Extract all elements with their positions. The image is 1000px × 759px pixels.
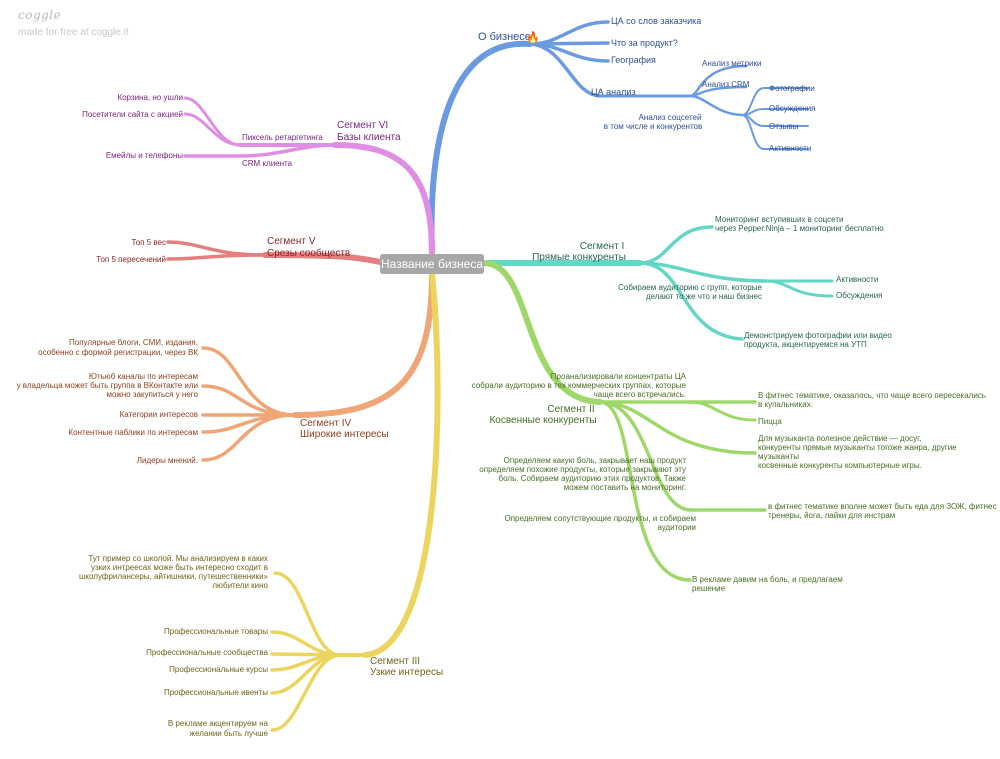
branch-segment-6 xyxy=(183,96,435,257)
branch-about xyxy=(428,20,809,257)
seg2-related-2: аудитории xyxy=(657,523,696,532)
central-node[interactable]: Название бизнеса xyxy=(380,254,484,274)
seg6-pixel-visitors[interactable]: Посетители сайта с акцией xyxy=(82,110,183,119)
seg4-publics[interactable]: Контентные паблики по интересам xyxy=(68,428,198,437)
branch-segment-1 xyxy=(481,225,834,341)
seg1-activity[interactable]: Активности xyxy=(836,275,878,284)
seg1-monitoring-2: через Pepper.Ninja – 1 мониторинг беспла… xyxy=(715,224,884,233)
seg2-analyzed-3: чаще всего встречались. xyxy=(594,390,686,399)
made-with-coggle-note: made for free at coggle.it xyxy=(18,27,129,38)
analysis-metrics[interactable]: Анализ метрики xyxy=(702,59,761,68)
seg6-crm-emails[interactable]: Емейлы и телефоны xyxy=(106,151,183,160)
seg2-musician-4: косвенные конкуренты компьютерные игры. xyxy=(758,461,922,470)
seg2-musician-2: конкуренты прямые музыканты тогоже жанра… xyxy=(758,443,957,452)
seg4-title[interactable]: Сегмент IV xyxy=(300,418,352,429)
seg3-subtitle: Узкие интересы xyxy=(370,667,443,678)
seg3-school[interactable]: Тут пример со школой. Мы анализируем в к… xyxy=(88,554,268,563)
about-item-ca[interactable]: ЦА со слов заказчика xyxy=(611,16,701,26)
seg3-goods[interactable]: Профессиональные товары xyxy=(164,627,268,636)
seg4-subtitle: Широкие интересы xyxy=(300,429,389,440)
seg2-pain-2: определяем похожие продукты, которые зак… xyxy=(479,465,686,474)
seg4-categories[interactable]: Категории интересов xyxy=(120,410,198,419)
seg4-leaders[interactable]: Лидеры мнений. xyxy=(137,456,198,465)
seg1-monitoring[interactable]: Мониторинг вступивших в соцсети xyxy=(715,215,843,224)
seg2-analyzed[interactable]: Проанализировали концентраты ЦА xyxy=(551,372,687,381)
seg2-ads[interactable]: В рекламе давим на боль, и предлагаем xyxy=(692,575,843,584)
social-item-discussions[interactable]: Обсуждения xyxy=(769,104,816,113)
seg3-school-3: школуфрилансеры, айтишники, путешественн… xyxy=(79,572,269,581)
seg1-discussions[interactable]: Обсуждения xyxy=(836,291,883,300)
seg2-fitness-2: в купальниках. xyxy=(758,400,813,409)
seg5-top-weight[interactable]: Топ 5 вес xyxy=(131,238,166,247)
social-item-photos[interactable]: Фотографии xyxy=(769,84,815,93)
seg3-ads-2: желании быть лучше xyxy=(190,729,269,738)
seg3-ads[interactable]: В рекламе акцентируем на xyxy=(168,719,269,728)
seg1-subtitle: Прямые конкуренты xyxy=(532,252,626,263)
seg2-zozh-2: тренеры, йога, лайки для инстрам xyxy=(768,511,895,520)
seg6-subtitle: Базы клиента xyxy=(337,132,401,143)
seg5-top-intersections[interactable]: Топ 5 пересечений xyxy=(96,255,166,264)
branch-segment-4 xyxy=(201,271,435,462)
seg2-zozh[interactable]: в фитнес тематике вполне может быть еда … xyxy=(768,502,996,511)
seg2-fitness[interactable]: В фитнес тематике, оказалось, что чаще в… xyxy=(758,391,986,400)
seg2-title[interactable]: Сегмент II xyxy=(547,404,594,415)
branch-segment-2 xyxy=(481,260,767,582)
seg4-youtube-2: у владельца может быть группа в ВКонтакт… xyxy=(17,381,198,390)
about-item-product[interactable]: Что за продукт? xyxy=(611,38,678,48)
seg1-title[interactable]: Сегмент I xyxy=(580,241,625,252)
seg1-demo-2: продукта, акцентируемся на УТП xyxy=(744,340,867,349)
seg3-communities[interactable]: Профессиональные сообщества xyxy=(146,648,268,657)
seg5-subtitle: Срезы сообществ xyxy=(267,247,350,259)
seg3-school-2: узких интреесах може быть интересно сход… xyxy=(91,563,268,572)
seg2-ads-2: решение xyxy=(692,584,726,593)
seg2-musician[interactable]: Для музыканта полезное действие — досуг, xyxy=(758,434,921,443)
social-item-reviews[interactable]: Отзывы xyxy=(769,122,799,131)
seg2-pain[interactable]: Определяем какую боль, закрывает наш про… xyxy=(504,456,687,465)
branch-segment-3 xyxy=(270,271,441,732)
analysis-social[interactable]: Анализ соцсетей xyxy=(639,113,702,122)
seg3-title[interactable]: Сегмент III xyxy=(370,656,420,667)
seg6-title[interactable]: Сегмент VI xyxy=(337,120,388,131)
seg2-related[interactable]: Определяем сопутствующие продукты, и соб… xyxy=(504,514,696,523)
seg1-demo[interactable]: Демонстрируем фотографии или видео xyxy=(744,331,892,340)
seg1-collect[interactable]: Собираем аудиторию с групп, которые xyxy=(618,283,762,292)
social-item-activity[interactable]: Активности xyxy=(769,144,811,153)
about-item-geo[interactable]: География xyxy=(611,55,656,65)
seg2-pain-3: боль. Собираем аудиторию этих продуктов.… xyxy=(499,474,687,483)
seg2-pizza[interactable]: Пицца xyxy=(758,417,782,426)
coggle-logo: coggle xyxy=(18,8,62,22)
ca-analysis[interactable]: ЦА анализ xyxy=(591,87,636,97)
seg3-school-4: любители кино xyxy=(212,581,268,590)
seg6-pixel[interactable]: Пиксель ретаргетинга xyxy=(242,133,323,142)
analysis-social-sub: в том числе и конкурентов xyxy=(604,122,702,131)
seg6-crm[interactable]: CRM клиента xyxy=(242,159,293,168)
about-title[interactable]: О бизнесе xyxy=(478,31,531,43)
fire-emoji: 🔥 xyxy=(526,31,540,44)
seg2-subtitle: Косвенные конкуренты xyxy=(489,415,596,426)
seg4-youtube[interactable]: Ютьюб каналы по интересам xyxy=(89,372,198,381)
seg2-pain-4: можем поставить на мониторинг. xyxy=(564,483,686,492)
analysis-crm[interactable]: Анализ CRM xyxy=(702,80,750,89)
seg3-events[interactable]: Профессиональные ивенты xyxy=(164,688,268,697)
branch-segment-5 xyxy=(166,240,383,265)
seg1-collect-2: делают то же что и наш бизнес xyxy=(646,292,762,301)
seg4-blogs[interactable]: Популярные блоги, СМИ, издания, xyxy=(69,338,198,347)
seg2-musician-3: музыканты xyxy=(758,452,799,461)
seg2-analyzed-2: собрали аудиторию в тех коммерческих гру… xyxy=(472,381,687,390)
seg4-blogs-2: особенно с формой регистрации, через ВК xyxy=(38,348,198,357)
seg5-title[interactable]: Сегмент V xyxy=(267,236,316,247)
seg4-youtube-3: можно закупиться у него xyxy=(107,390,199,399)
seg6-pixel-cart[interactable]: Корзина, но ушли xyxy=(117,93,183,102)
seg3-courses[interactable]: Профессиональные курсы xyxy=(169,665,268,674)
